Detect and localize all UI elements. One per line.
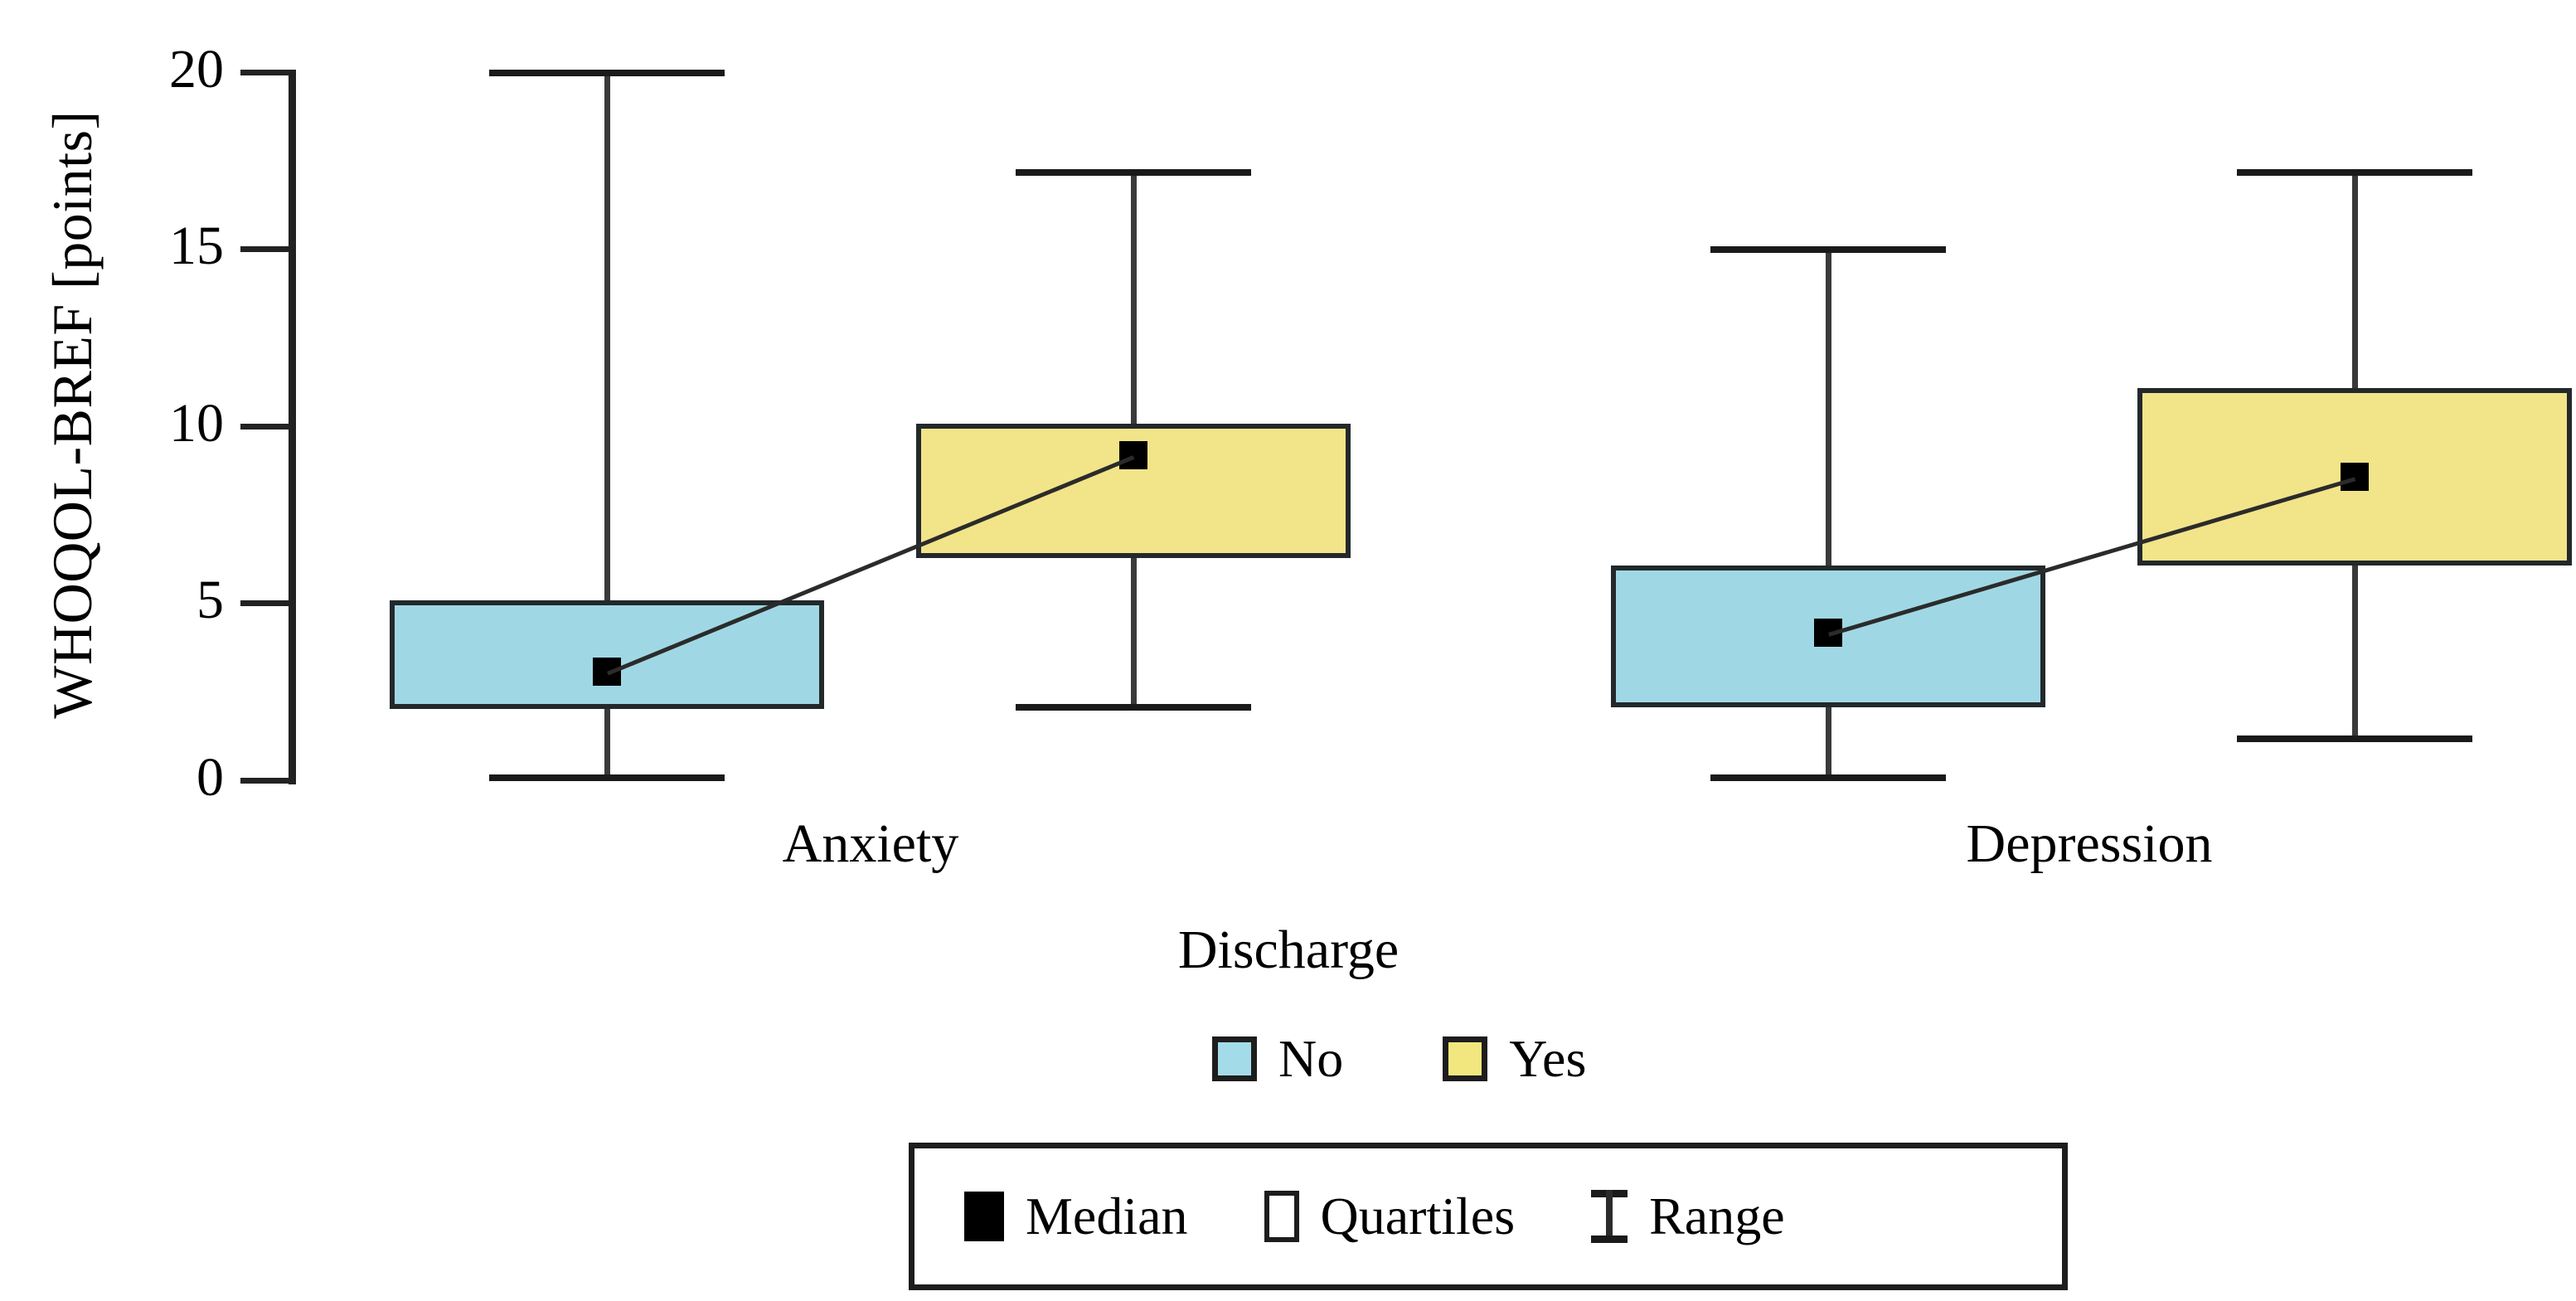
median-marker [593,658,621,686]
y-tick-mark-0 [240,778,289,784]
legend-item-range: Range [1591,1186,1785,1247]
legend-label-quartiles: Quartiles [1320,1187,1516,1245]
marker-legend-box: Median Quartiles Range [909,1143,2068,1290]
whisker-upper-line [2351,169,2358,388]
legend-label-no: No [1278,1029,1344,1088]
legend-title: Discharge [1177,920,1400,980]
whisker-lower-cap [1016,704,1251,711]
y-tick-5: 5 [196,570,224,630]
y-tick-0: 0 [196,747,224,808]
quartile-box [390,600,824,709]
legend-item-no[interactable]: No [1212,1028,1343,1090]
whisker-lower-cap [489,774,725,781]
whisker-lower-line [2351,566,2358,739]
whisker-upper-cap [489,70,725,76]
median-marker [1814,619,1842,647]
whisker-lower-line [1825,707,1831,778]
whisker-upper-cap [1016,169,1251,176]
legend-label-yes: Yes [1509,1029,1587,1088]
y-tick-20: 20 [169,39,224,100]
y-axis-tick-labels: 20 15 10 5 0 [99,0,224,829]
whisker-lower-cap [1710,774,1946,781]
whisker-upper-cap [1710,246,1946,253]
whisker-upper-line [604,70,610,600]
y-tick-mark-10 [240,424,289,430]
boxplot-depression-no [1611,0,2045,829]
median-square-icon [964,1192,1004,1241]
median-marker [2341,463,2369,491]
discharge-legend: No Yes [1212,1028,1586,1090]
category-label-anxiety: Anxiety [782,813,959,874]
y-tick-mark-5 [240,600,289,606]
legend-item-median: Median [964,1186,1188,1247]
y-tick-mark-15 [240,246,289,252]
boxplot-anxiety-no [390,0,824,829]
whisker-upper-line [1130,169,1137,424]
legend-swatch-yes-icon [1443,1036,1488,1081]
y-axis-label: WHOQOL-BREF [points] [41,110,104,719]
boxplot-depression-yes [2137,0,2572,829]
y-tick-mark-20 [240,70,289,75]
quartiles-square-icon [1264,1191,1299,1242]
whisker-lower-line [1130,558,1137,707]
legend-item-yes[interactable]: Yes [1443,1028,1586,1090]
boxplot-anxiety-yes [916,0,1351,829]
category-label-depression: Depression [1966,813,2213,874]
legend-label-range: Range [1649,1187,1785,1245]
legend-item-quartiles: Quartiles [1264,1186,1516,1247]
y-tick-10: 10 [169,393,224,454]
whisker-upper-line [1825,246,1831,566]
whisker-lower-line [604,707,610,778]
legend-swatch-no-icon [1212,1036,1257,1081]
legend-label-median: Median [1026,1187,1188,1245]
y-axis-spine [289,70,296,784]
median-marker [1119,441,1147,469]
whisker-lower-cap [2237,735,2472,742]
y-tick-15: 15 [169,216,224,276]
whisker-upper-cap [2237,169,2472,176]
range-ibeam-icon [1591,1190,1628,1243]
